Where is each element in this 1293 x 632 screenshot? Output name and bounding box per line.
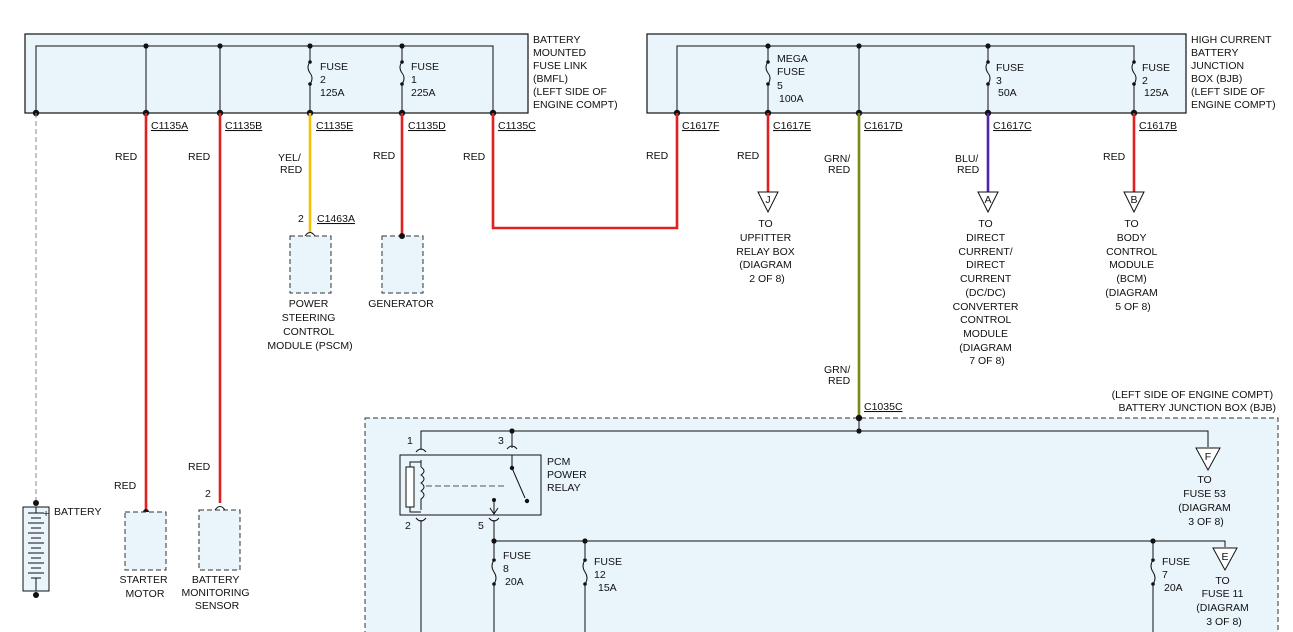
wire-label-red-4: RED xyxy=(463,151,486,163)
wire-label-blu-red: BLU/ RED xyxy=(955,153,981,176)
bms-module xyxy=(198,509,241,571)
bjb-mega-fuse-5-symbol xyxy=(763,60,773,86)
ref-f-label: TO FUSE 53 (DIAGRAM 3 OF 8) xyxy=(1178,474,1233,528)
connector-c1617d: C1617D xyxy=(864,120,903,132)
lower-fuse-8-label: FUSE 8 20A xyxy=(503,550,534,588)
connector-c1135d: C1135D xyxy=(408,120,446,132)
ref-b-label: TO BODY CONTROL MODULE (BCM) (DIAGRAM 5 … xyxy=(1105,218,1160,313)
svg-text:A: A xyxy=(984,194,991,206)
pscm-pin: 2 xyxy=(298,213,304,225)
connector-c1617f: C1617F xyxy=(682,120,719,132)
wire-label-red-3: RED xyxy=(373,150,396,162)
bjb-box xyxy=(646,33,1187,114)
wire-label-red-5: RED xyxy=(646,150,669,162)
relay-pin-3: 3 xyxy=(498,435,504,447)
relay-pin-1: 1 xyxy=(407,435,413,447)
lower-bjb-box xyxy=(364,417,1279,632)
bmfl-fuse-1-label: FUSE 1 225A xyxy=(411,61,442,99)
pcm-power-relay-label: PCM POWER RELAY xyxy=(547,456,590,494)
bmfl-fuse-1-symbol xyxy=(397,60,407,86)
pscm-label: POWER STEERING CONTROL MODULE (PSCM) xyxy=(267,298,352,352)
wire-label-red-6: RED xyxy=(737,150,760,162)
lower-bjb-bus xyxy=(420,418,1226,632)
relay-pin-5: 5 xyxy=(478,520,484,532)
ref-j-label: TO UPFITTER RELAY BOX (DIAGRAM 2 OF 8) xyxy=(736,218,797,285)
lower-fuse-7-label: FUSE 7 20A xyxy=(1162,556,1193,594)
wire-bmfl-bjb-red xyxy=(491,113,679,230)
lower-fuse-12-symbol xyxy=(580,558,590,586)
svg-text:J: J xyxy=(765,194,770,206)
wire-label-grn-red-1: GRN/ RED xyxy=(824,153,853,176)
ref-j-arrow: J xyxy=(757,191,779,214)
generator-module xyxy=(381,235,424,294)
bmfl-bus xyxy=(35,43,494,113)
wire-label-red-2: RED xyxy=(188,151,211,163)
starter-motor-label: STARTER MOTOR xyxy=(120,574,171,600)
wire-label-red-9: RED xyxy=(114,480,137,492)
bmfl-box xyxy=(24,33,529,114)
bjb-fuse-2-label: FUSE 2 125A xyxy=(1142,62,1173,99)
svg-text:E: E xyxy=(1221,551,1228,563)
lower-fuse-7-symbol xyxy=(1148,558,1158,586)
ref-a-arrow: A xyxy=(977,191,999,214)
ref-e-arrow: E xyxy=(1212,547,1238,572)
bmfl-fuse-2-symbol xyxy=(305,60,315,86)
bmfl-label: BATTERY MOUNTED FUSE LINK (BMFL) (LEFT S… xyxy=(533,34,618,111)
lower-fuse-12-label: FUSE 12 15A xyxy=(594,556,625,594)
bms-label: BATTERY MONITORING SENSOR xyxy=(182,574,253,612)
lower-fuse-8-symbol xyxy=(489,558,499,586)
wire-label-red-1: RED xyxy=(115,151,138,163)
battery-label: BATTERY xyxy=(54,506,101,518)
connector-c1617b: C1617B xyxy=(1139,120,1177,132)
pscm-module xyxy=(289,235,332,294)
connector-c1135e: C1135E xyxy=(316,120,353,132)
connector-c1135b: C1135B xyxy=(225,120,262,132)
bjb-fuse-3-label: FUSE 3 50A xyxy=(996,62,1027,99)
pscm-connector: C1463A xyxy=(317,213,355,225)
wire-label-red-8: RED xyxy=(188,461,211,473)
ref-f-arrow: F xyxy=(1195,447,1221,472)
bjb-label: HIGH CURRENT BATTERY JUNCTION BOX (BJB) … xyxy=(1191,34,1276,111)
generator-label: GENERATOR xyxy=(368,298,434,310)
wire-label-red-7: RED xyxy=(1103,151,1126,163)
wire-label-yel-red: YEL/ RED xyxy=(278,152,304,176)
lower-bjb-label: (LEFT SIDE OF ENGINE COMPT) BATTERY JUNC… xyxy=(1112,389,1276,414)
relay-pin-2: 2 xyxy=(405,520,411,532)
pscm-connector-symbol xyxy=(304,232,316,237)
bms-pin: 2 xyxy=(205,488,211,500)
ref-a-label: TO DIRECT CURRENT/ DIRECT CURRENT (DC/DC… xyxy=(953,218,1022,367)
bmfl-fuse-2-label: FUSE 2 125A xyxy=(320,61,351,99)
ref-b-arrow: B xyxy=(1123,191,1145,214)
svg-text:F: F xyxy=(1205,451,1211,463)
svg-text:B: B xyxy=(1130,194,1137,206)
pcm-power-relay xyxy=(399,445,542,522)
ref-e-label: TO FUSE 11 (DIAGRAM 3 OF 8) xyxy=(1196,575,1251,628)
bjb-mega-fuse-5-label: MEGA FUSE 5 100A xyxy=(777,53,810,105)
battery-symbol: + xyxy=(22,500,50,598)
connector-c1135a: C1135A xyxy=(151,120,188,132)
bjb-fuse-2-symbol xyxy=(1129,60,1139,86)
wire-label-grn-red-2: GRN/ RED xyxy=(824,364,853,387)
bjb-fuse-3-symbol xyxy=(983,60,993,86)
connector-c1617e: C1617E xyxy=(773,120,811,132)
svg-text:+: + xyxy=(43,508,49,520)
starter-motor-module xyxy=(124,511,167,571)
bms-connector-symbol xyxy=(214,506,226,511)
connector-c1617c: C1617C xyxy=(993,120,1032,132)
connector-c1135c: C1135C xyxy=(498,120,536,132)
connector-c1035c: C1035C xyxy=(864,401,903,413)
